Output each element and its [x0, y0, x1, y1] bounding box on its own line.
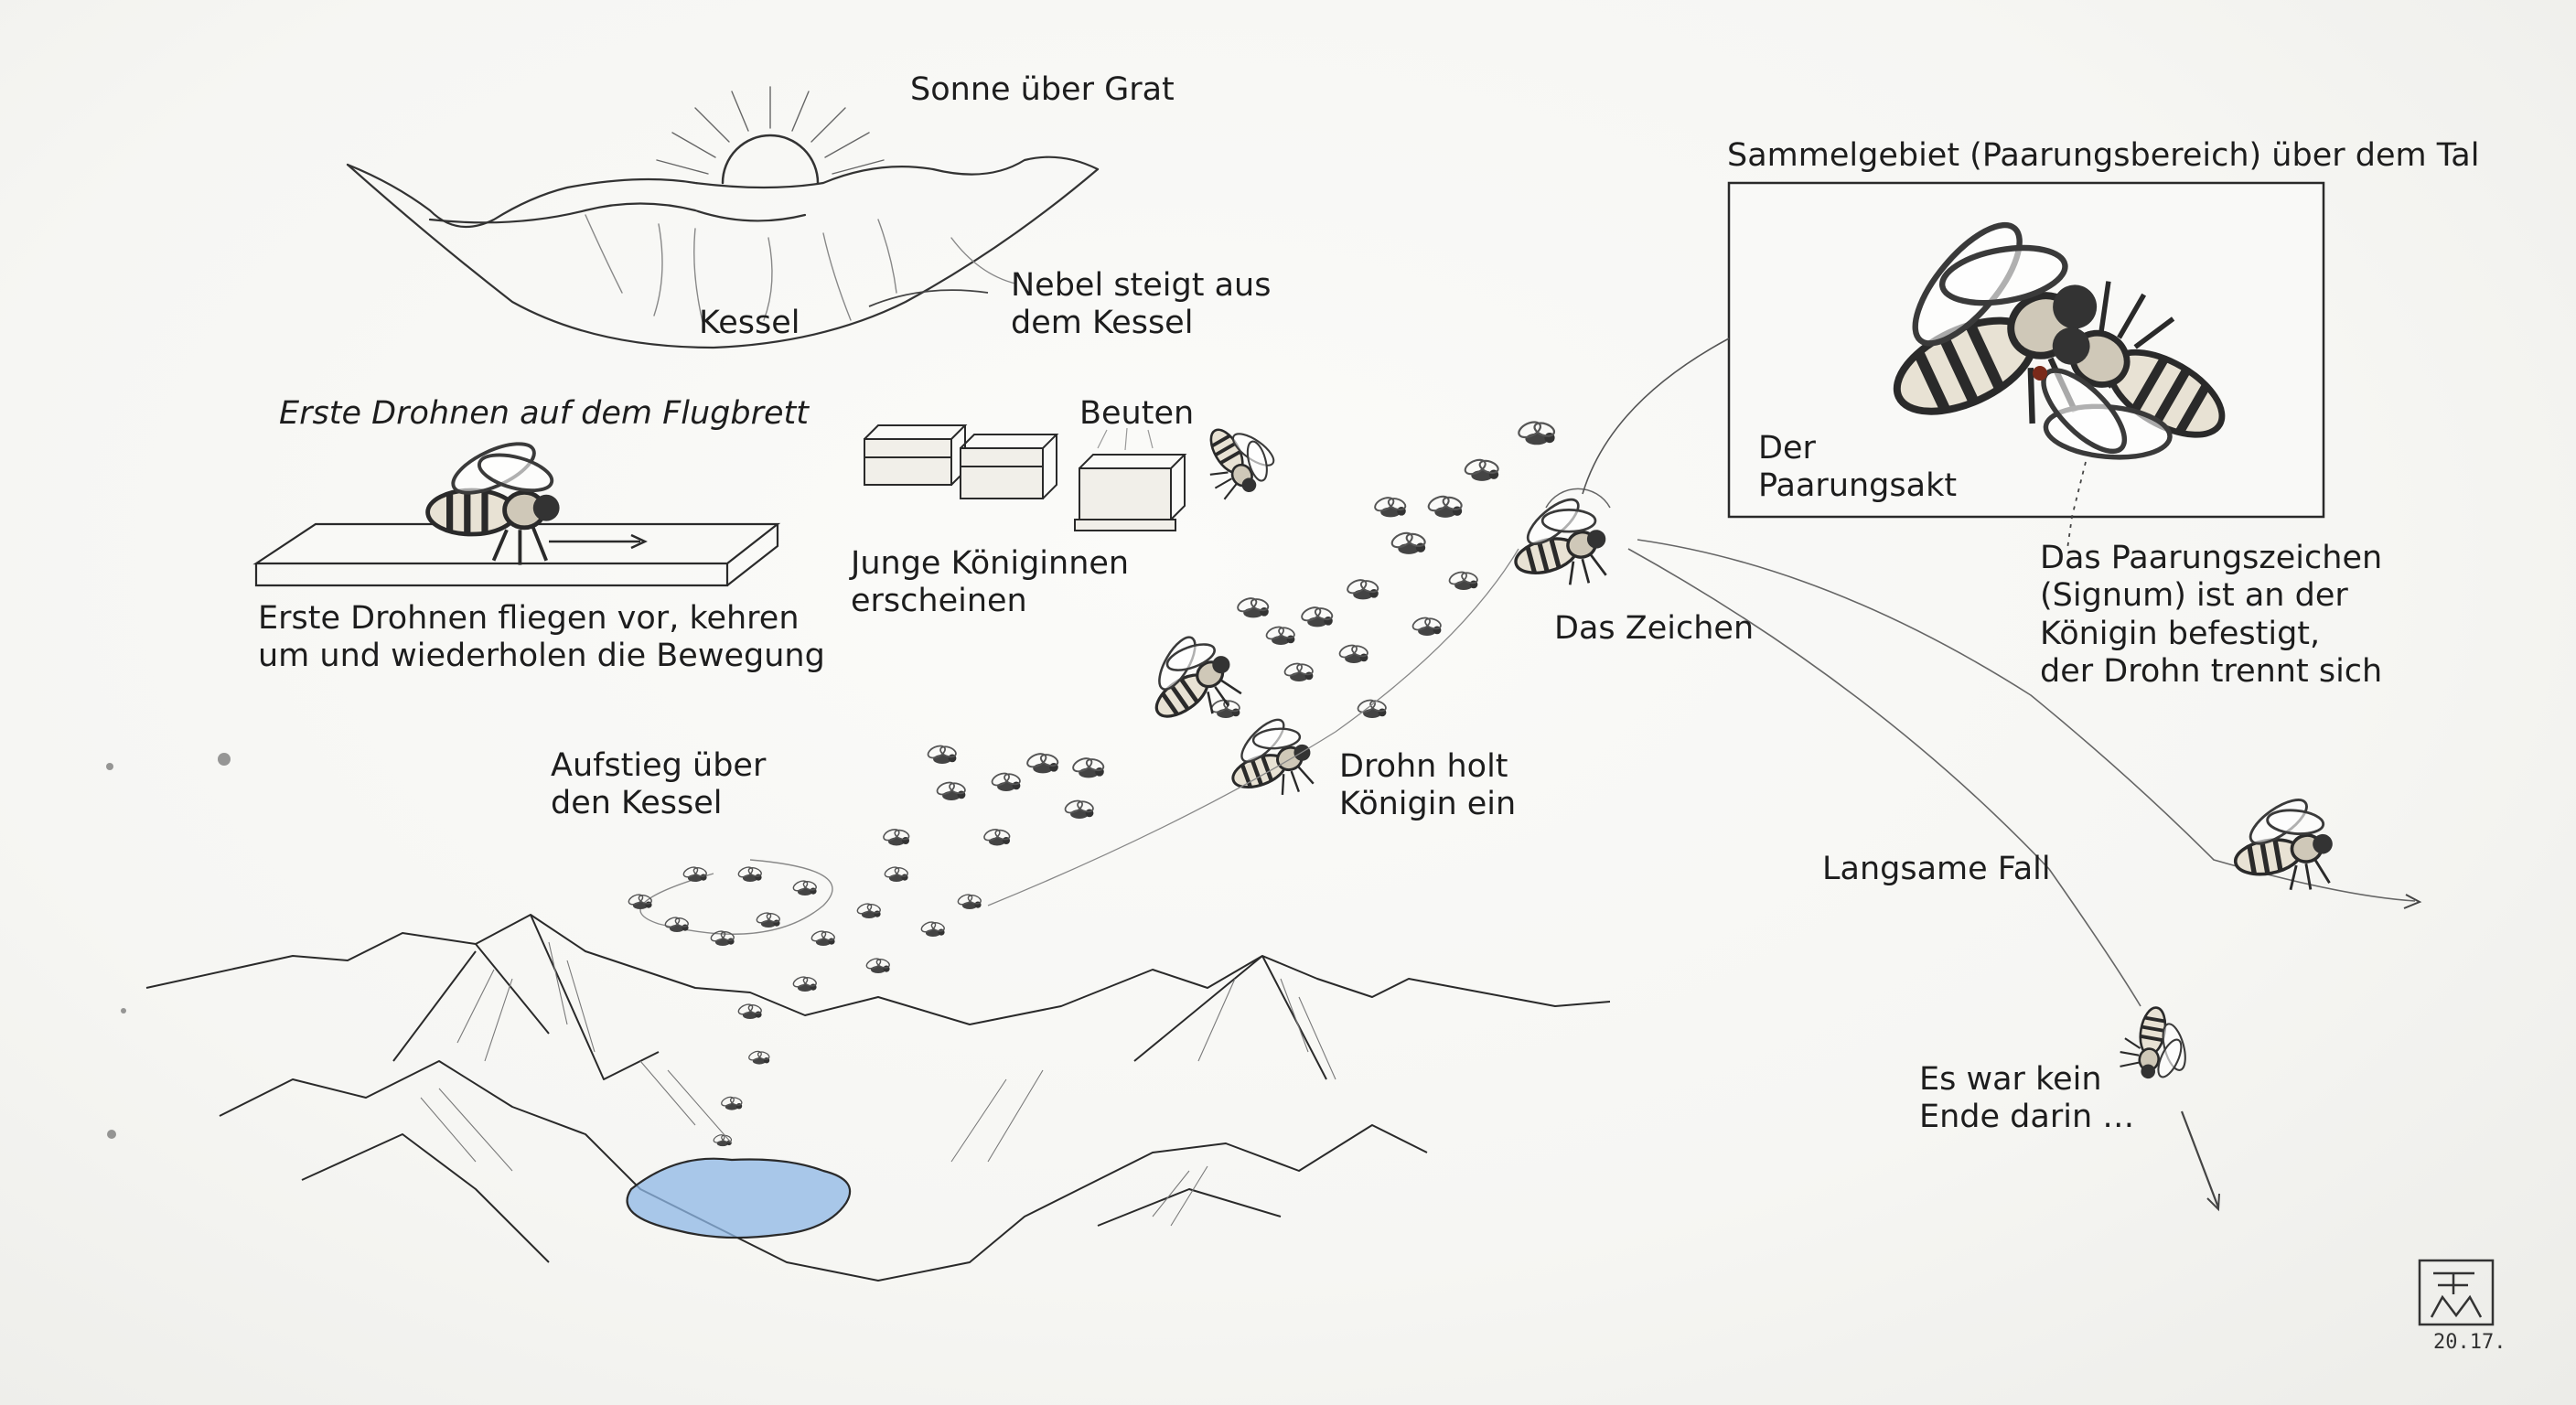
label-flugbrett-title: Erste Drohnen auf dem Flugbrett — [279, 395, 809, 432]
sun-ridge-drawing — [346, 86, 1100, 349]
zeichen-drone-icon — [1502, 486, 1616, 599]
label-fall: Langsame Fall — [1822, 851, 2051, 887]
label-aufstieg: Aufstieg über den Kessel — [551, 747, 767, 822]
label-flugbrett-desc: Erste Drohnen fliegen vor, kehren um und… — [258, 600, 825, 675]
label-paarungsakt: Der Paarungsakt — [1758, 430, 1958, 505]
drone-swarm — [626, 417, 1558, 1147]
mountains-drawing — [145, 914, 1611, 1282]
queen-ascending-icon — [1128, 619, 1250, 741]
separation-trajectory — [1637, 539, 2416, 902]
hives-drawing — [864, 424, 1187, 531]
label-sun: Sonne über Grat — [910, 71, 1175, 108]
ascent-path — [987, 548, 1519, 906]
fall-arrow — [2180, 1110, 2220, 1208]
mating-bees-drawing — [1843, 186, 2257, 520]
nebel-pointer — [868, 289, 989, 307]
lake-shape — [626, 1157, 852, 1239]
drone-chasing-icon — [1217, 706, 1322, 811]
artist-monogram-icon — [2418, 1259, 2495, 1326]
label-queens: Junge Königinnen erscheinen — [851, 545, 1130, 620]
label-kessel: Kessel — [699, 305, 800, 341]
label-beuten: Beuten — [1079, 395, 1195, 432]
label-signum: Das Paarungszeichen (Signum) ist an der … — [2040, 540, 2383, 690]
label-ende: Es war kein Ende darin … — [1919, 1061, 2135, 1136]
flight-board-drawing — [252, 522, 781, 587]
queen-leaving-hive-icon — [1188, 407, 1290, 509]
fall-trajectory — [1627, 548, 2141, 1007]
signature-date: 20.17. — [2433, 1331, 2506, 1354]
label-sammelgebiet: Sammelgebiet (Paarungsbereich) über dem … — [1727, 137, 2480, 174]
label-zeichen: Das Zeichen — [1554, 610, 1755, 647]
paper-smudges — [106, 753, 231, 1139]
label-nebel: Nebel steigt aus dem Kessel — [1011, 267, 1272, 342]
label-drohn-holt: Drohn holt Königin ein — [1339, 748, 1517, 823]
departing-drone-icon — [2226, 788, 2340, 902]
